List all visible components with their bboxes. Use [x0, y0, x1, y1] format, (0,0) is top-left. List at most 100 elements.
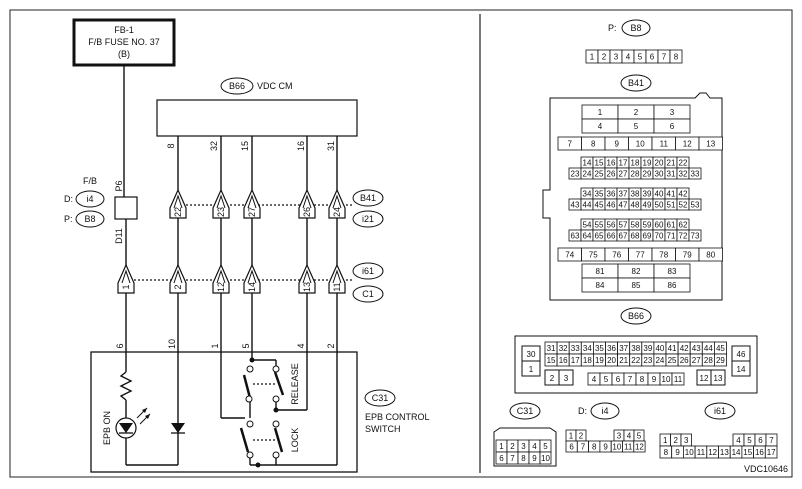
i61-pin-1: 1 [121, 284, 131, 289]
i61-cell: 12 [706, 445, 719, 459]
fb-d-conn: i4 [86, 194, 93, 204]
b66-cell: 4 [587, 372, 601, 386]
svg-text:9: 9 [615, 140, 620, 149]
svg-text:12: 12 [635, 443, 644, 452]
svg-text:48: 48 [631, 201, 640, 210]
i61-cell: 14 [729, 445, 743, 459]
svg-text:6: 6 [650, 53, 655, 62]
svg-text:31: 31 [547, 344, 556, 353]
svg-text:80: 80 [706, 251, 715, 260]
svg-text:8: 8 [640, 375, 645, 384]
b66-cell: 34 [580, 341, 594, 355]
b41-cell: 21 [664, 156, 678, 169]
vdc-pin-3: 15 [240, 141, 250, 151]
svg-text:7: 7 [581, 443, 586, 452]
i61-cell: 9 [671, 445, 684, 459]
b66-cell: 41 [665, 341, 679, 355]
svg-text:38: 38 [631, 190, 640, 199]
b41-cell: 35 [592, 187, 606, 200]
fb-d-badge [75, 190, 105, 208]
svg-text:13: 13 [720, 448, 729, 457]
svg-text:4: 4 [736, 436, 741, 445]
b66-side-r4: 13 [714, 374, 723, 383]
svg-text:39: 39 [643, 344, 652, 353]
b41-cell: 15 [592, 156, 606, 169]
b41-cell: 7 [557, 136, 582, 151]
svg-text:58: 58 [631, 221, 640, 230]
svg-text:66: 66 [607, 232, 616, 241]
b41-cell: 5 [617, 118, 655, 134]
svg-text:71: 71 [667, 232, 676, 241]
c31-cell: 1 [495, 439, 508, 453]
svg-text:15: 15 [595, 159, 604, 168]
b8-cell: 4 [621, 49, 635, 64]
i61-cell: 5 [743, 433, 756, 447]
svg-text:19: 19 [595, 356, 604, 365]
svg-text:17: 17 [767, 448, 776, 457]
b41-cell: 32 [676, 167, 690, 180]
b66-side-l4: 3 [564, 374, 569, 383]
b8-cell: 1 [585, 49, 599, 64]
b66-cell: 40 [653, 341, 667, 355]
b66-cell: 32 [556, 341, 570, 355]
svg-text:73: 73 [691, 232, 700, 241]
svg-text:41: 41 [668, 344, 677, 353]
svg-text:12: 12 [683, 140, 692, 149]
fb-d-label: D: [64, 194, 73, 204]
svg-text:60: 60 [655, 221, 664, 230]
svg-text:53: 53 [691, 201, 700, 210]
svg-text:62: 62 [679, 221, 688, 230]
sw-pin-4: 5 [241, 343, 251, 348]
svg-text:3: 3 [521, 442, 526, 451]
svg-text:10: 10 [612, 443, 621, 452]
b41-face-conn: B41 [628, 78, 644, 88]
svg-text:37: 37 [619, 190, 628, 199]
svg-text:56: 56 [607, 221, 616, 230]
svg-text:22: 22 [679, 159, 688, 168]
b41-cell: 66 [604, 229, 618, 242]
b66-side-cells: 30 1 2 3 46 14 12 13 [521, 345, 751, 386]
b66-cell: 44 [701, 341, 715, 355]
svg-text:9: 9 [652, 375, 657, 384]
svg-text:1: 1 [590, 53, 595, 62]
b66-cell: 45 [714, 341, 727, 355]
svg-text:44: 44 [583, 201, 592, 210]
svg-text:14: 14 [583, 159, 592, 168]
svg-text:34: 34 [583, 190, 592, 199]
svg-text:2: 2 [602, 53, 607, 62]
i61-cell: 8 [659, 445, 673, 459]
b41-cell: 28 [628, 167, 642, 180]
svg-text:20: 20 [607, 356, 616, 365]
svg-text:28: 28 [631, 170, 640, 179]
b41-cell: 77 [628, 247, 653, 262]
svg-text:32: 32 [679, 170, 688, 179]
vdc-title: VDC CM [257, 81, 293, 91]
b41-cell: 70 [652, 229, 666, 242]
diagram-code: VDC10646 [744, 464, 788, 474]
svg-text:30: 30 [655, 170, 664, 179]
svg-text:36: 36 [607, 190, 616, 199]
b41-cell: 22 [676, 156, 690, 169]
b41-cell: 49 [640, 198, 654, 211]
b66-cell: 38 [629, 341, 643, 355]
i4-cell: 6 [565, 440, 578, 453]
b66-cell: 21 [617, 353, 631, 367]
i61-pin-2: 2 [173, 284, 183, 289]
b41-cell: 56 [604, 218, 618, 231]
c31-outline [493, 427, 557, 467]
i4-conn: i4 [601, 406, 608, 416]
sw-pin-3: 1 [210, 343, 220, 348]
svg-text:46: 46 [607, 201, 616, 210]
svg-text:3: 3 [670, 108, 675, 117]
c1-label: C1 [362, 289, 374, 299]
led-label: EPB ON [102, 411, 112, 445]
svg-text:11: 11 [674, 375, 683, 384]
b66-cell: 39 [641, 341, 655, 355]
svg-text:18: 18 [583, 356, 592, 365]
b41-cell: 45 [592, 198, 606, 211]
b41-pin-2: 23 [216, 207, 226, 217]
b41-cell: 33 [688, 167, 702, 180]
svg-text:3: 3 [614, 53, 619, 62]
